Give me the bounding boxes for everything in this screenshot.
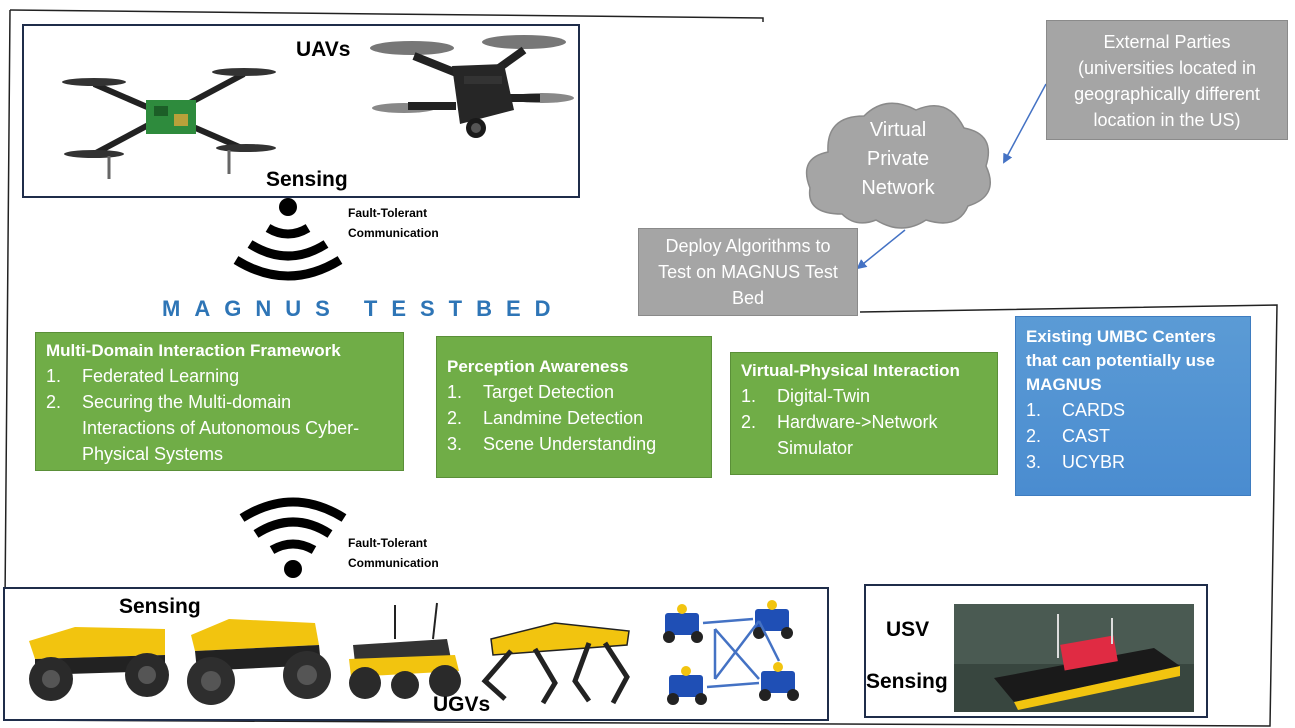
umbc-centers-box: Existing UMBC Centers that can potential… bbox=[1015, 316, 1251, 496]
deploy-box: Deploy Algorithms to Test on MAGNUS Test… bbox=[638, 228, 858, 316]
usv-panel: USV Sensing bbox=[864, 584, 1208, 718]
list-item: 2.Landmine Detection bbox=[447, 408, 644, 428]
camera-drone-image bbox=[370, 35, 574, 138]
cloud-icon bbox=[805, 102, 991, 229]
ugv-sensing-label: Sensing bbox=[119, 595, 201, 618]
wifi-signal-icon bbox=[233, 198, 343, 281]
perception-box: Perception Awareness 1.Target Detection … bbox=[436, 336, 712, 478]
vpn-to-deploy-arrow bbox=[856, 229, 906, 270]
usv-title: USV bbox=[886, 618, 930, 641]
umbc-heading: Existing UMBC Centers that can potential… bbox=[1026, 327, 1216, 394]
external-parties-box: External Parties (universities located i… bbox=[1046, 20, 1288, 140]
vpn-cloud: Virtual Private Network bbox=[798, 96, 998, 232]
perception-heading: Perception Awareness bbox=[447, 357, 629, 376]
list-item: 2.CAST bbox=[1026, 426, 1111, 446]
ugv-panel: Sensing UGVs bbox=[3, 587, 829, 721]
quadcopter-drone-image bbox=[62, 68, 276, 179]
testbed-boundary bbox=[9, 9, 764, 22]
virtual-physical-heading: Virtual-Physical Interaction bbox=[741, 361, 960, 380]
list-item: 1.Target Detection bbox=[447, 382, 615, 402]
vpn-label: Virtual Private Network bbox=[861, 119, 935, 199]
wifi-signal-icon bbox=[239, 497, 347, 578]
list-item: 1.CARDS bbox=[1026, 400, 1126, 420]
usv-boat-image bbox=[954, 604, 1194, 712]
comm-bottom-label: Fault-Tolerant Communication bbox=[348, 536, 439, 570]
multi-domain-box: Multi-Domain Interaction Framework 1.Fed… bbox=[35, 332, 404, 471]
list-item: 3.UCYBR bbox=[1026, 452, 1126, 472]
usv-sensing-label: Sensing bbox=[866, 670, 948, 693]
testbed-title: MAGNUS TESTBED bbox=[162, 296, 565, 321]
list-item: 1.Digital-Twin bbox=[741, 386, 871, 406]
uav-panel: UAVs Sensing bbox=[22, 24, 580, 198]
ugv-robots-image bbox=[29, 600, 799, 705]
list-item: 3.Scene Understanding bbox=[447, 434, 657, 454]
virtual-physical-box: Virtual-Physical Interaction 1.Digital-T… bbox=[730, 352, 998, 475]
list-item: 1.Federated Learning bbox=[46, 366, 240, 386]
multi-domain-heading: Multi-Domain Interaction Framework bbox=[46, 341, 341, 360]
ugv-title: UGVs bbox=[433, 693, 491, 716]
comm-top-label: Fault-Tolerant Communication bbox=[348, 206, 439, 240]
external-to-vpn-arrow bbox=[1003, 83, 1047, 164]
uav-title: UAVs bbox=[296, 38, 351, 61]
uav-sensing-label: Sensing bbox=[266, 168, 348, 191]
